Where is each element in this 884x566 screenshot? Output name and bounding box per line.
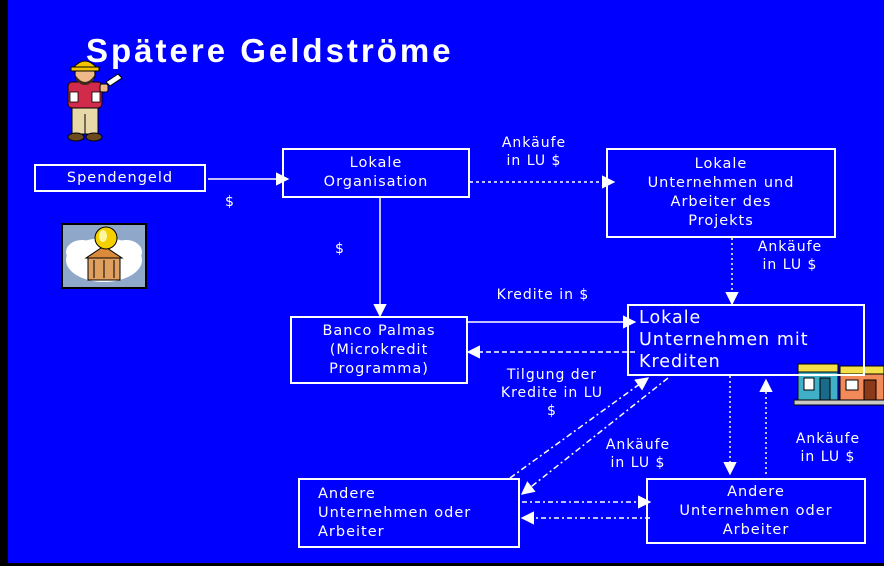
box-lokale-organisation: Lokale Organisation	[282, 148, 470, 198]
label-kredite-in-dollar: Kredite in $	[496, 287, 590, 303]
box-lokale-unternehmen-kredite: Lokale Unternehmen mit Krediten	[627, 304, 865, 376]
label-dollar-spendengeld: $	[225, 194, 235, 210]
label-ankaeufe-bottom-right: Ankäufe in LU $	[795, 431, 861, 465]
label-ankaeufe-right: Ankäufe in LU $	[757, 239, 823, 273]
label-ankaeufe-top: Ankäufe in LU $	[501, 135, 567, 169]
arrow-andere-links-to-kredite	[509, 377, 650, 479]
box-spendengeld: Spendengeld	[34, 164, 206, 192]
box-lokale-unternehmen-projekt: Lokale Unternehmen und Arbeiter des Proj…	[606, 148, 836, 238]
box-banco-palmas: Banco Palmas (Microkredit Programma)	[290, 316, 468, 384]
bank-coin-icon	[61, 223, 147, 289]
arrow-kredite-to-andere-links	[520, 377, 669, 495]
label-dollar-organisation: $	[335, 241, 345, 257]
box-andere-links: Andere Unternehmen oder Arbeiter	[298, 478, 520, 548]
label-tilgung: Tilgung der Kredite in LU $	[500, 367, 604, 419]
slide-title: Spätere Geldströme	[86, 32, 454, 69]
flow-connections	[208, 172, 773, 525]
construction-worker-icon	[67, 60, 123, 142]
label-ankaeufe-middle: Ankäufe in LU $	[605, 437, 671, 471]
box-andere-rechts: Andere Unternehmen oder Arbeiter	[646, 478, 866, 544]
